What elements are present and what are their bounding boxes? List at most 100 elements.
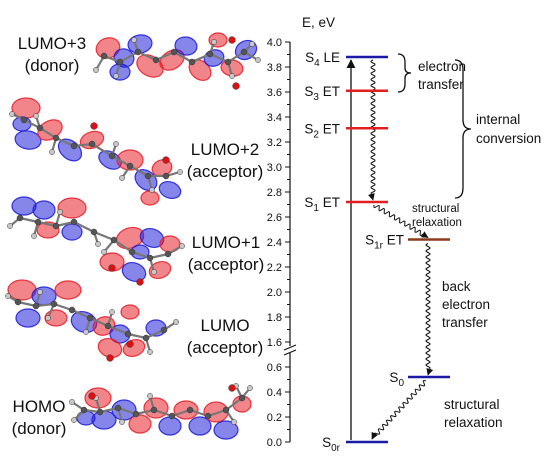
atom [142,334,150,342]
bond [73,221,95,233]
atom [88,392,96,400]
atom [34,218,42,226]
orbital-role-lumo3: (donor) [25,56,80,75]
atom [57,209,63,215]
annotation-back-et-1: back [442,279,471,294]
atom [255,57,261,63]
atom [152,56,160,64]
bond [145,328,165,340]
orbital-picture-lumo3 [93,32,261,90]
atom [222,406,230,414]
orbital-role-lumo1: (acceptor) [188,255,265,274]
orbital-role-homo: (donor) [12,419,67,438]
bond [71,308,91,320]
atom [16,214,24,222]
annotation-electron-transfer-1: electron [418,59,466,74]
energy-level-label-2: S2 ET [304,121,340,140]
atom [106,354,114,362]
axis-tick-label: 2.2 [267,262,282,274]
atom [69,399,75,405]
internal-conversion-bracket [454,59,472,199]
bond [93,230,115,242]
annotation-structural-relaxation-1b: relaxation [412,217,462,229]
bond [111,155,131,167]
wavy-arrow-relaxation-s1 [373,204,429,238]
atom [126,340,134,348]
atom [147,349,153,355]
atom [114,404,122,412]
atom [228,36,236,44]
atom [247,385,253,391]
atom [162,172,170,180]
atom [131,37,137,43]
orbital-labels: LUMO+3 (donor) LUMO+2 (acceptor) LUMO+1 … [12,34,265,438]
energy-level-label-5: S0 [389,370,404,389]
annotation-back-et-3: transfer [442,315,488,330]
axis-tick-label: 0.0 [267,437,282,449]
lobe-negative [121,261,147,283]
atom [80,406,88,414]
bond [173,51,193,63]
atom [101,249,107,255]
atom [86,314,94,322]
atom [104,322,112,330]
atom [9,111,15,117]
atom [68,306,76,314]
lobe-negative [158,416,182,436]
atom [36,124,44,132]
atom [45,315,51,321]
atom [232,82,240,90]
annotation-structural-relaxation-2a: structural [444,397,500,412]
atom [224,58,232,66]
orbital-label-lumo2: LUMO+2 [191,140,260,159]
atom [108,264,116,272]
atom [150,406,158,414]
atom [110,236,118,244]
bond [91,143,113,157]
atom [109,309,115,315]
axis-tick-label: 2.8 [267,187,282,199]
axis-tick-label: 3.0 [267,162,282,174]
atom [231,419,237,425]
atom [31,233,37,239]
lobe-negative [158,180,182,200]
atom [126,162,134,170]
atom [7,223,13,229]
wavy-arrow-back-electron-transfer [425,243,434,376]
axis-tick-label: 2.0 [267,287,282,299]
lobe-negative [61,223,83,241]
axis-ticks: 4.03.83.63.43.23.02.82.62.42.22.01.81.60… [267,37,290,449]
energy-level-label-3: S1 ET [304,195,340,214]
orbital-label-lumo: LUMO [200,316,249,335]
bond [55,136,75,148]
axis-tick-label: 4.0 [267,37,282,49]
atom [238,394,246,402]
atom [90,122,98,130]
lobe-negative [174,36,198,56]
atom [204,412,212,420]
lobe-positive [120,304,140,320]
atom [113,73,119,79]
atom [206,50,214,58]
atom [168,412,176,420]
atom [162,156,170,164]
bond [191,52,211,64]
bond [137,50,157,62]
atom [93,67,99,73]
atom [71,417,77,423]
axis-tick-label: 0.2 [267,412,282,424]
energy-level-label-4: S1r ET [365,233,404,252]
lobe-positive [95,37,121,59]
axis-tick-label: 3.2 [267,137,282,149]
lobe-positive [54,280,82,300]
atom [136,278,144,286]
atom [240,48,248,56]
electron-transfer-bracket [397,53,412,93]
atom [70,218,78,226]
atom [149,187,155,193]
orbital-illustrations [5,32,261,440]
wavy-arrow-relaxation-s0 [371,379,427,440]
atom [146,254,154,262]
